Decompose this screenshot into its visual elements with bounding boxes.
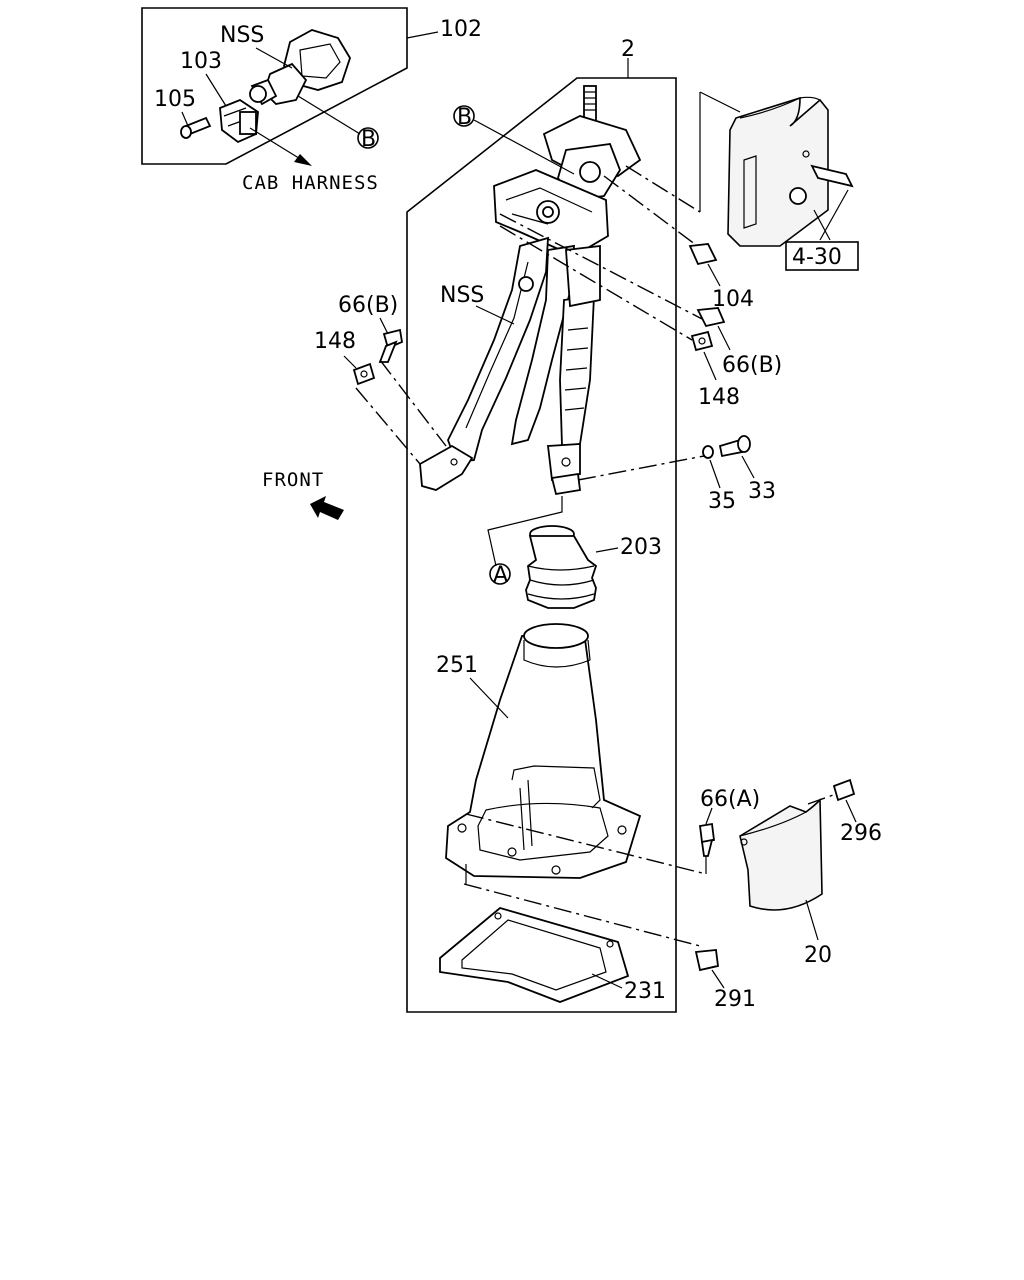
main-frame-2 bbox=[406, 77, 677, 1013]
reference-box-4-30 bbox=[785, 241, 859, 271]
callout-103: 103 bbox=[180, 49, 222, 74]
callout-35: 35 bbox=[708, 489, 736, 514]
bolt-33 bbox=[718, 435, 751, 458]
callout-251: 251 bbox=[436, 653, 478, 678]
bolt-66b-left bbox=[378, 328, 404, 363]
nut-148-right bbox=[690, 330, 714, 352]
callout-nss-main: NSS bbox=[440, 283, 484, 308]
callout-105: 105 bbox=[154, 87, 196, 112]
reference-b-inset-letter: B bbox=[361, 127, 376, 152]
front-label: FRONT bbox=[262, 469, 324, 491]
nss-connector bbox=[249, 29, 351, 106]
washer-35 bbox=[702, 445, 714, 459]
callout-291: 291 bbox=[714, 987, 756, 1012]
bolt-104 bbox=[688, 243, 718, 266]
grommet-296 bbox=[832, 778, 856, 802]
bolt-cover bbox=[810, 164, 854, 188]
callout-2: 2 bbox=[621, 37, 635, 62]
shift-lever-assembly bbox=[419, 85, 642, 496]
bolt-66b-right bbox=[696, 307, 726, 328]
cover-20 bbox=[739, 798, 823, 911]
connector-103 bbox=[219, 98, 259, 144]
callout-231: 231 bbox=[624, 979, 666, 1004]
gasket-231 bbox=[439, 907, 630, 1003]
front-arrow-icon bbox=[310, 496, 344, 520]
clip-291 bbox=[694, 949, 719, 972]
nut-148-left bbox=[352, 362, 376, 386]
callout-33: 33 bbox=[748, 479, 776, 504]
callout-296: 296 bbox=[840, 821, 882, 846]
arrow-cab-harness bbox=[294, 154, 312, 166]
reference-a-letter: A bbox=[493, 563, 508, 588]
callout-66a: 66(A) bbox=[700, 787, 760, 812]
clip-66a bbox=[698, 822, 716, 857]
screw-105 bbox=[180, 116, 212, 139]
callout-148-left: 148 bbox=[314, 329, 356, 354]
reference-b-main bbox=[453, 105, 475, 127]
callout-66b-left: 66(B) bbox=[338, 293, 398, 318]
boot-203 bbox=[525, 525, 598, 609]
callout-203: 203 bbox=[620, 535, 662, 560]
callout-66b-right: 66(B) bbox=[722, 353, 782, 378]
callout-102: 102 bbox=[440, 17, 482, 42]
callout-nss-inset: NSS bbox=[220, 23, 264, 48]
reference-a bbox=[489, 563, 511, 585]
callout-20: 20 bbox=[804, 943, 832, 968]
reference-b-main-letter: B bbox=[457, 105, 472, 130]
cover-4-30 bbox=[727, 96, 829, 247]
reference-b-inset bbox=[357, 127, 379, 149]
callout-104: 104 bbox=[712, 287, 754, 312]
callout-4-30: 4-30 bbox=[792, 245, 842, 270]
callout-148-right: 148 bbox=[698, 385, 740, 410]
callout-cab-harness: CAB HARNESS bbox=[242, 172, 379, 194]
inset-frame-102 bbox=[141, 7, 408, 165]
boot-251 bbox=[445, 623, 642, 879]
